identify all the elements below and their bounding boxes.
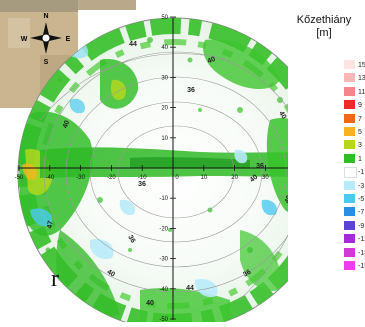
legend-swatch xyxy=(344,153,355,163)
y-tick-label: -40 xyxy=(159,287,168,293)
x-tick-label: 10 xyxy=(200,175,207,181)
legend-label: -5 xyxy=(358,196,365,203)
legend-swatch xyxy=(344,261,355,270)
contour-label: 36 xyxy=(242,269,252,279)
legend: Kőzethiány [m] 15 13 11 9 7 5 3 1 -1 -3 -5 -7 -9 -11 -… xyxy=(288,12,365,322)
legend-swatch xyxy=(344,73,355,83)
x-tick-label: -10 xyxy=(138,175,147,181)
polar-rock-deficit-map: -50-40-30-20-1001020304050 5040302010-10… xyxy=(0,0,331,327)
legend-label: -15 xyxy=(358,263,365,270)
legend-swatch xyxy=(344,234,355,244)
contour-label: 40 xyxy=(146,300,154,307)
legend-swatch xyxy=(344,180,355,190)
x-tick-label: 20 xyxy=(231,175,238,181)
legend-title: Kőzethiány xyxy=(296,14,352,26)
legend-swatch xyxy=(344,140,355,150)
x-tick-label: -40 xyxy=(45,175,54,181)
legend-swatch xyxy=(344,100,355,110)
legend-label: 5 xyxy=(358,129,362,136)
legend-swatch xyxy=(344,220,355,230)
x-tick-label: -20 xyxy=(107,175,116,181)
contour-label: 40 xyxy=(207,56,217,65)
x-tick-label: -30 xyxy=(76,175,85,181)
legend-label: 3 xyxy=(358,142,362,150)
y-tick-label: 30 xyxy=(161,75,168,81)
contour-label: 40 xyxy=(277,110,287,120)
photo-fragment-top xyxy=(78,0,136,10)
contour-label: 40 xyxy=(106,269,116,279)
contour-label: 40 xyxy=(249,174,260,184)
legend-label: 1 xyxy=(358,155,362,163)
y-tick-label: 10 xyxy=(161,136,168,142)
legend-swatch xyxy=(344,167,357,179)
compass-west: W xyxy=(21,36,28,43)
contour-label: 44 xyxy=(129,41,137,48)
legend-swatch xyxy=(344,113,355,123)
compass-east: E xyxy=(66,36,71,43)
legend-label: -9 xyxy=(358,222,365,230)
compass-north: N xyxy=(43,13,48,20)
legend-label: 13 xyxy=(358,75,365,83)
x-tick-label: 0 xyxy=(175,175,179,181)
contour-label: 36 xyxy=(187,87,195,94)
y-tick-label: 40 xyxy=(161,45,168,51)
aerial-photo-fragment xyxy=(0,0,78,108)
legend-label: -11 xyxy=(358,236,365,244)
legend-swatch xyxy=(344,60,355,69)
legend-label: 7 xyxy=(358,115,362,123)
legend-swatch xyxy=(344,194,355,203)
legend-label: 15 xyxy=(358,62,365,69)
legend-label: -1 xyxy=(358,169,365,177)
y-tick-label: -10 xyxy=(159,196,168,202)
contour-label: 36 xyxy=(126,234,136,244)
contour-label: 36 xyxy=(138,181,146,188)
y-tick-label: -30 xyxy=(159,257,168,263)
y-tick-label: 20 xyxy=(161,106,168,112)
legend-label: 11 xyxy=(358,88,365,96)
contour-label: 47 xyxy=(46,220,54,229)
legend-label: -13 xyxy=(358,249,365,257)
x-tick-label: -50 xyxy=(15,175,24,181)
legend-label: -3 xyxy=(358,182,365,190)
y-tick-label: -20 xyxy=(159,226,168,232)
contour-label: 44 xyxy=(186,285,194,292)
contour-label: 40 xyxy=(62,120,71,130)
compass-rose-icon: N S E W xyxy=(21,13,71,66)
stray-character: r xyxy=(51,266,59,292)
legend-label: 9 xyxy=(358,102,362,110)
legend-swatch xyxy=(344,86,355,96)
y-tick-label: 50 xyxy=(161,15,168,21)
legend-swatch xyxy=(344,247,355,257)
legend-swatch xyxy=(344,127,355,136)
y-axis-ticks: 50 40 30 20 10 -10 -20 -30 -40 -50 xyxy=(159,15,176,323)
legend-swatch xyxy=(344,207,355,217)
contour-label: 36 xyxy=(256,163,264,170)
legend-unit: [m] xyxy=(316,27,332,39)
compass-south: S xyxy=(44,59,49,66)
x-tick-label: 30 xyxy=(262,175,269,181)
legend-label: -7 xyxy=(358,209,365,217)
y-tick-label: -50 xyxy=(159,317,168,322)
